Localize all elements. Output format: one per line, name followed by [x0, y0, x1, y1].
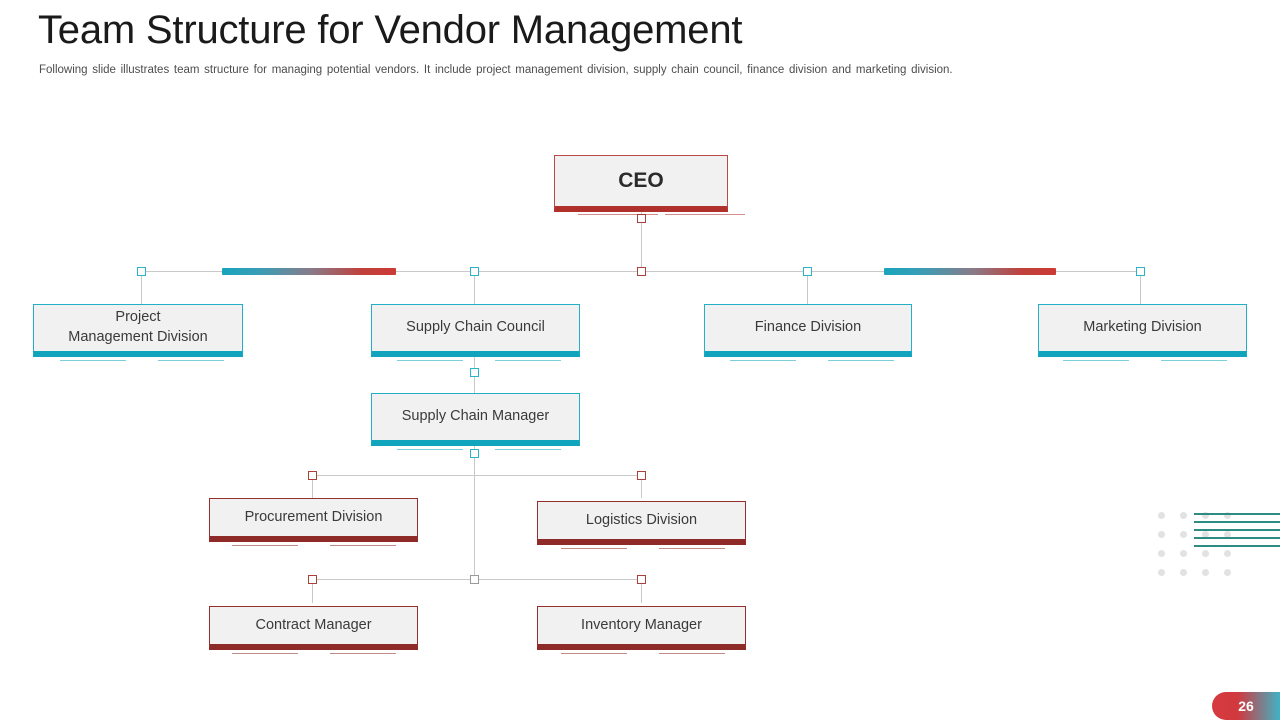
reflection-mkt-a: [1063, 360, 1129, 361]
org-node-scm-label: Supply Chain Manager: [401, 408, 550, 425]
junction-node-inventory: [637, 575, 646, 584]
reflection-log-b: [659, 548, 725, 549]
reflection-pmd-a: [60, 360, 126, 361]
junction-node-fin: [803, 267, 812, 276]
connector-scm-down: [474, 446, 475, 475]
org-node-marketing-division[interactable]: Marketing Division: [1038, 304, 1247, 357]
org-node-project-management-division[interactable]: Project Management Division: [33, 304, 243, 357]
junction-node-scm-top: [470, 368, 479, 377]
connector-drop-fin: [807, 271, 808, 304]
reflection-ceo-a: [578, 214, 658, 215]
connector-drop-scc: [474, 271, 475, 304]
org-node-supply-chain-manager[interactable]: Supply Chain Manager: [371, 393, 580, 446]
org-node-finance-division[interactable]: Finance Division: [704, 304, 912, 357]
org-node-contract-manager[interactable]: Contract Manager: [209, 606, 418, 650]
connector-drop-inventory: [641, 579, 642, 603]
reflection-pmd-b: [158, 360, 224, 361]
junction-node-scc: [470, 267, 479, 276]
org-node-ceo[interactable]: CEO: [554, 155, 728, 212]
reflection-inventory-b: [659, 653, 725, 654]
reflection-scc-a: [397, 360, 463, 361]
decorative-dot-grid: [1158, 512, 1231, 584]
org-node-log-label: Logistics Division: [585, 511, 698, 528]
reflection-inventory-a: [561, 653, 627, 654]
junction-node-ceo-bus: [637, 267, 646, 276]
org-node-scc-label: Supply Chain Council: [406, 319, 545, 336]
reflection-fin-a: [730, 360, 796, 361]
reflection-scc-b: [495, 360, 561, 361]
connector-drop-contract: [312, 579, 313, 603]
connector-drop-pmd: [141, 271, 142, 304]
reflection-contract-b: [330, 653, 396, 654]
junction-node-pmd: [137, 267, 146, 276]
reflection-scm-a: [397, 449, 463, 450]
junction-node-scm-bottom: [470, 449, 479, 458]
reflection-scm-b: [495, 449, 561, 450]
junction-node-level5-center: [470, 575, 479, 584]
org-node-logistics-division[interactable]: Logistics Division: [537, 501, 746, 545]
junction-node-proc: [308, 471, 317, 480]
reflection-contract-a: [232, 653, 298, 654]
junction-node-ceo-top: [637, 214, 646, 223]
page-subtitle: Following slide illustrates team structu…: [39, 64, 953, 76]
org-node-contract-label: Contract Manager: [255, 616, 372, 633]
junction-node-log: [637, 471, 646, 480]
junction-node-contract: [308, 575, 317, 584]
connector-level4-bus: [312, 475, 642, 476]
org-node-inventory-manager[interactable]: Inventory Manager: [537, 606, 746, 650]
reflection-log-a: [561, 548, 627, 549]
junction-node-mkt: [1136, 267, 1145, 276]
connector-drop-mkt: [1140, 271, 1141, 304]
page-number-badge: 26: [1212, 692, 1280, 720]
connector-drop-log: [641, 475, 642, 498]
connector-gradient-right: [884, 268, 1056, 275]
reflection-mkt-b: [1161, 360, 1227, 361]
org-node-ceo-label: CEO: [618, 168, 664, 192]
org-node-fin-label: Finance Division: [754, 319, 862, 336]
connector-gradient-left: [222, 268, 396, 275]
reflection-ceo-b: [665, 214, 745, 215]
org-node-inventory-label: Inventory Manager: [581, 616, 702, 633]
org-node-supply-chain-council[interactable]: Supply Chain Council: [371, 304, 580, 357]
org-node-pmd-label-line2: Management Division: [68, 329, 208, 345]
org-node-proc-label: Procurement Division: [244, 508, 383, 525]
reflection-proc-b: [330, 545, 396, 546]
connector-ceo-down: [641, 212, 642, 272]
page-title: Team Structure for Vendor Management: [38, 8, 743, 52]
org-node-procurement-division[interactable]: Procurement Division: [209, 498, 418, 542]
org-node-pmd-label-line1: Project: [115, 309, 161, 326]
connector-scm-down-2: [474, 475, 475, 579]
org-node-mkt-label: Marketing Division: [1083, 319, 1202, 336]
reflection-proc-a: [232, 545, 298, 546]
decorative-line-group: [1194, 513, 1280, 547]
reflection-fin-b: [828, 360, 894, 361]
connector-drop-proc: [312, 475, 313, 498]
